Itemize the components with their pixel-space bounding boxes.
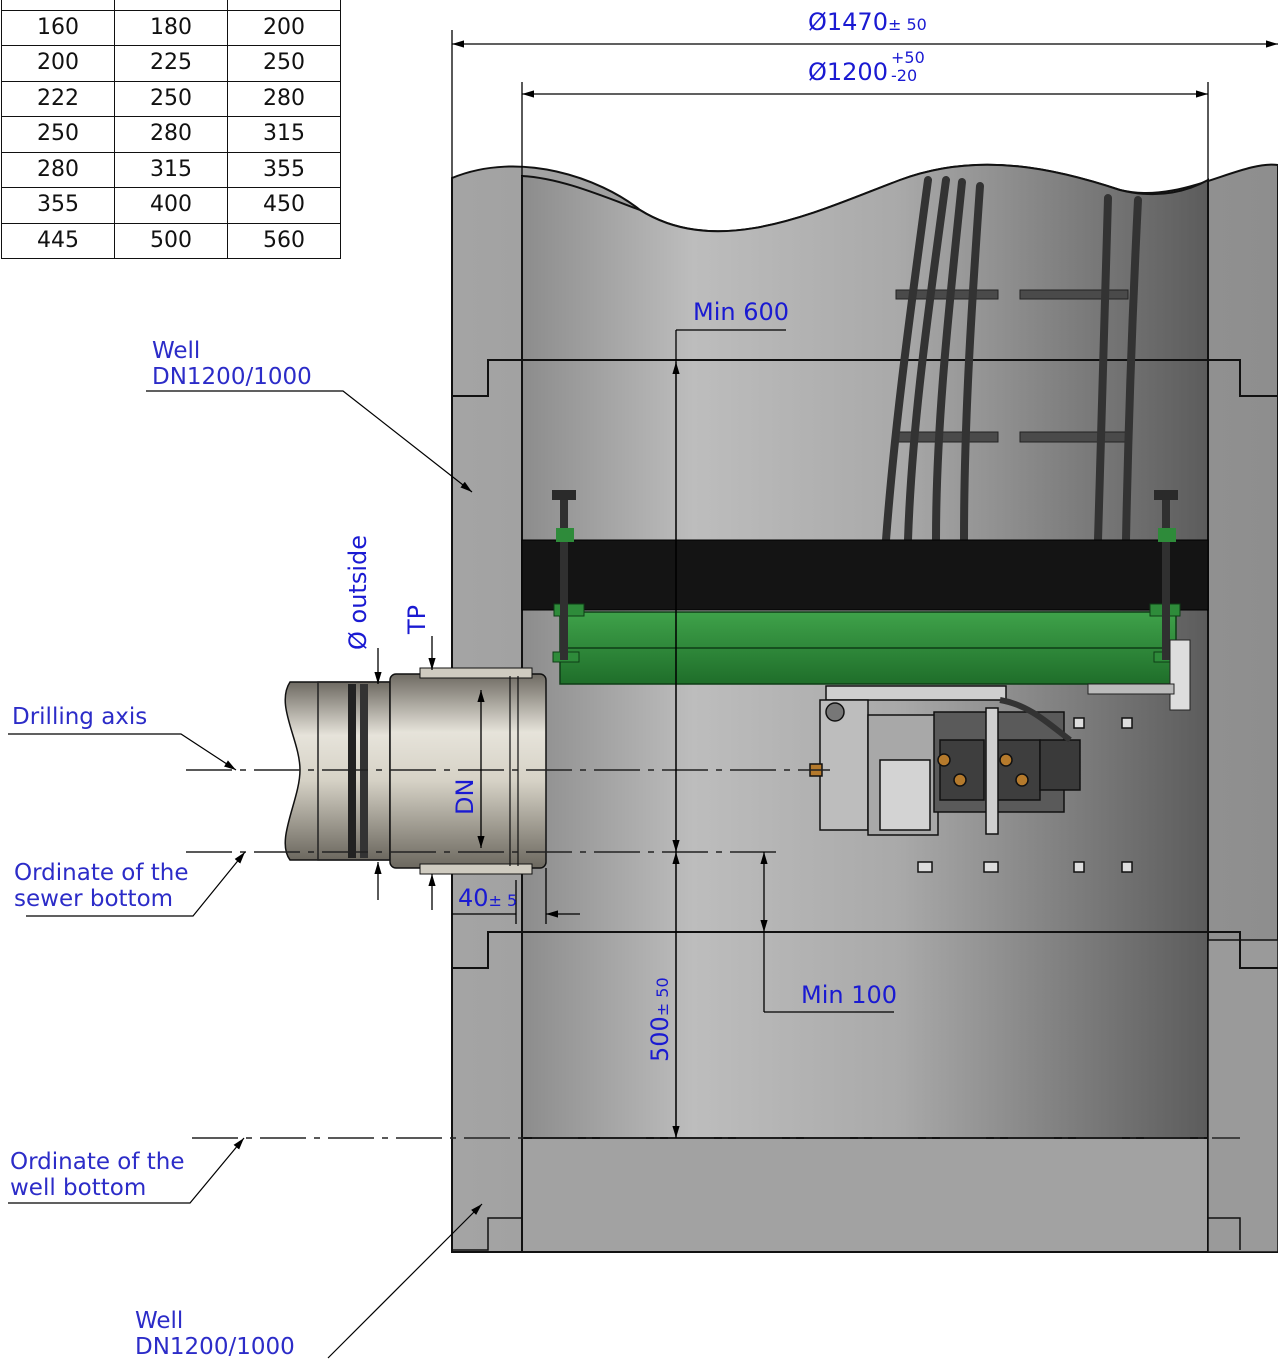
min-100-dimension: Min 100 xyxy=(801,981,898,1009)
hydraulic-hoses xyxy=(882,176,1142,544)
sewer-bottom-label: Ordinate of the sewer bottom xyxy=(14,860,189,912)
well-top-label-line1: Well xyxy=(152,338,201,364)
table-cell: 560 xyxy=(227,222,341,259)
table-cell: 200 xyxy=(227,9,341,46)
ring-joint-lower xyxy=(452,931,1278,969)
well-bottom-label-line2: DN1200/1000 xyxy=(135,1334,295,1360)
wall-40-value: 40 xyxy=(458,884,489,912)
outer-diameter-tolerance: ± 50 xyxy=(887,15,927,34)
table-cell: 222 xyxy=(1,80,115,117)
table-cell: 355 xyxy=(1,187,115,224)
dn-dimension: DN xyxy=(451,778,479,815)
table-cell: 280 xyxy=(1,151,115,188)
table-cell: 160 xyxy=(1,9,115,46)
outside-diameter-symbol: Ø xyxy=(344,631,372,650)
table-cell: 225 xyxy=(114,45,228,82)
height-500-value: 500 xyxy=(646,1016,674,1062)
outer-diameter-value: 1470 xyxy=(826,8,888,36)
table-cell: 445 xyxy=(1,222,115,259)
table-cell: 110 xyxy=(114,0,228,11)
height-500-tolerance: ± 50 xyxy=(653,977,672,1017)
table-cell: 180 xyxy=(114,9,228,46)
wall-40-tolerance: ± 5 xyxy=(488,891,518,910)
well-top-label: Well DN1200/1000 xyxy=(152,338,312,390)
well-bottom-ordinate-label-line1: Ordinate of the xyxy=(10,1149,185,1175)
dimension-table-body: 9011014016018020020022525022225028025028… xyxy=(1,0,341,259)
table-cell: 355 xyxy=(227,151,341,188)
base-step-right xyxy=(1208,1217,1241,1250)
well-bottom-ordinate-label: Ordinate of the well bottom xyxy=(10,1149,185,1201)
drilling-motor xyxy=(809,685,1081,836)
drilling-axis-label: Drilling axis xyxy=(12,704,148,730)
table-cell: 315 xyxy=(114,151,228,188)
table-cell: 280 xyxy=(227,80,341,117)
well-bottom-label: Well DN1200/1000 xyxy=(135,1308,295,1360)
inner-diameter-value: 1200 xyxy=(826,58,888,86)
outer-diameter-dimension: Ø1470± 50 xyxy=(808,10,927,34)
dimension-table: 9011014016018020020022525022225028025028… xyxy=(1,0,341,259)
tp-dimension: TP xyxy=(403,604,431,634)
well-top-label-line2: DN1200/1000 xyxy=(152,364,312,390)
well-right-wall-lower xyxy=(1207,939,1278,1253)
inner-diameter-tol-upper: +50 xyxy=(891,48,925,67)
table-cell: 280 xyxy=(114,116,228,153)
wall-40-dimension: 40± 5 xyxy=(458,886,517,910)
table-cell: 200 xyxy=(1,45,115,82)
wall-anchors xyxy=(917,717,1133,873)
outside-diameter-dimension: Ø outside xyxy=(344,535,372,650)
table-cell: 400 xyxy=(114,187,228,224)
min-600-dimension: Min 600 xyxy=(693,298,790,326)
dimension-lines xyxy=(374,30,1278,1138)
table-row: 90110140 xyxy=(1,0,341,11)
well-bottom-label-line1: Well xyxy=(135,1308,184,1334)
outer-diameter-symbol: Ø xyxy=(808,8,827,36)
outside-diameter-text: outside xyxy=(344,535,372,632)
well-bottom-ordinate-label-line2: well bottom xyxy=(10,1175,147,1201)
table-cell: 250 xyxy=(1,116,115,153)
drilling-frame xyxy=(521,490,1209,711)
table-cell: 140 xyxy=(227,0,341,11)
reference-lines xyxy=(186,769,1240,1139)
leader-lines xyxy=(8,390,483,1359)
inner-diameter-tol-lower: -20 xyxy=(891,66,918,85)
table-cell: 315 xyxy=(227,116,341,153)
frame-black-beam xyxy=(521,539,1209,611)
height-500-dimension: 500± 50 xyxy=(646,977,674,1062)
table-cell: 500 xyxy=(114,222,228,259)
table-cell: 90 xyxy=(1,0,115,11)
table-cell: 250 xyxy=(114,80,228,117)
sewer-pipe xyxy=(284,667,547,875)
sewer-bottom-label-line1: Ordinate of the xyxy=(14,860,189,886)
table-cell: 250 xyxy=(227,45,341,82)
pipe-socket xyxy=(389,673,547,869)
table-cell: 450 xyxy=(227,187,341,224)
ring-joint-upper xyxy=(452,359,1278,397)
sewer-bottom-label-line2: sewer bottom xyxy=(14,886,174,912)
base-step-left xyxy=(452,1217,522,1251)
inner-diameter-dimension: Ø1200 xyxy=(808,60,888,84)
well-base xyxy=(521,1137,1209,1253)
inner-diameter-symbol: Ø xyxy=(808,58,827,86)
